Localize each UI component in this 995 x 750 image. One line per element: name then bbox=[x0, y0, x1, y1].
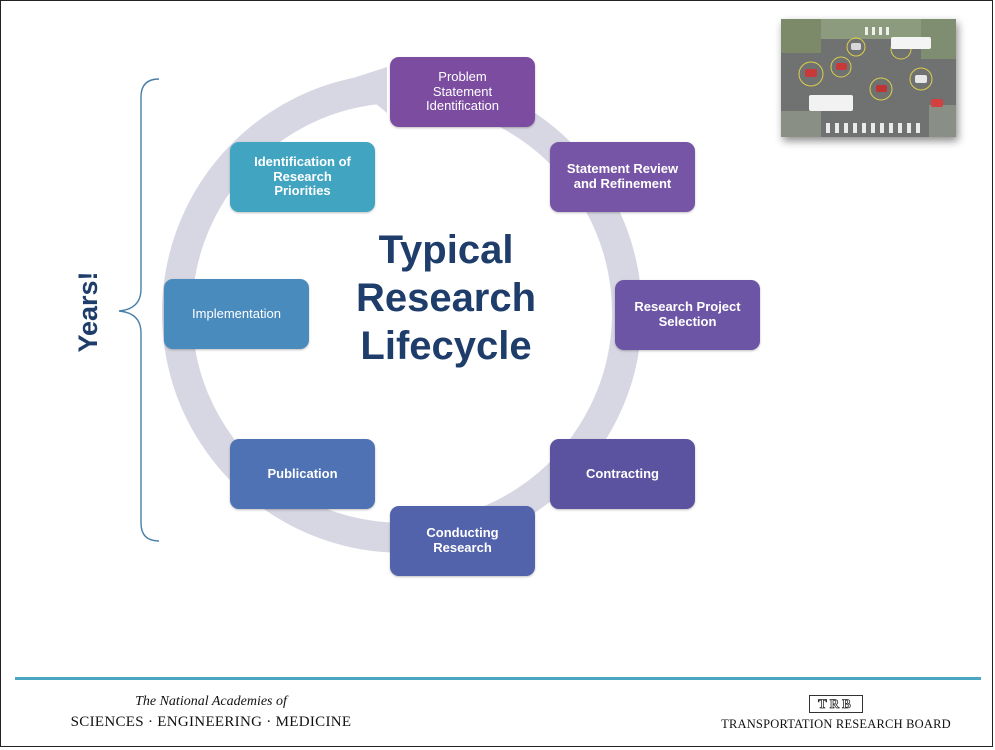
trb-logo: TRB bbox=[809, 695, 863, 713]
node-publication: Publication bbox=[230, 439, 375, 509]
nasem-logo: The National Academies of SCIENCES · ENG… bbox=[51, 694, 371, 731]
node-research-project-selection: Research Project Selection bbox=[615, 280, 760, 350]
node-statement-review-and-refinement: Statement Review and Refinement bbox=[550, 142, 695, 212]
node-problem-statement-identification: Problem Statement Identification bbox=[390, 57, 535, 127]
footer-left-line1: The National Academies of bbox=[135, 694, 287, 709]
node-contracting: Contracting bbox=[550, 439, 695, 509]
footer-left-line2: SCIENCES · ENGINEERING · MEDICINE bbox=[70, 714, 352, 730]
ring-arrowhead bbox=[347, 67, 387, 113]
node-conducting-research: Conducting Research bbox=[390, 506, 535, 576]
node-identification-of-research-priorities: Identification of Research Priorities bbox=[230, 142, 375, 212]
node-implementation: Implementation bbox=[164, 279, 309, 349]
trb-name: TRANSPORTATION RESEARCH BOARD bbox=[721, 717, 951, 731]
footer-rule bbox=[15, 677, 981, 680]
diagram-center-title: Typical Research Lifecycle bbox=[355, 228, 537, 368]
years-bracket bbox=[118, 78, 160, 542]
years-label: Years! bbox=[72, 271, 103, 353]
connected-vehicles-image bbox=[781, 19, 956, 137]
trb-logo-block: TRB TRANSPORTATION RESEARCH BOARD bbox=[701, 695, 971, 732]
